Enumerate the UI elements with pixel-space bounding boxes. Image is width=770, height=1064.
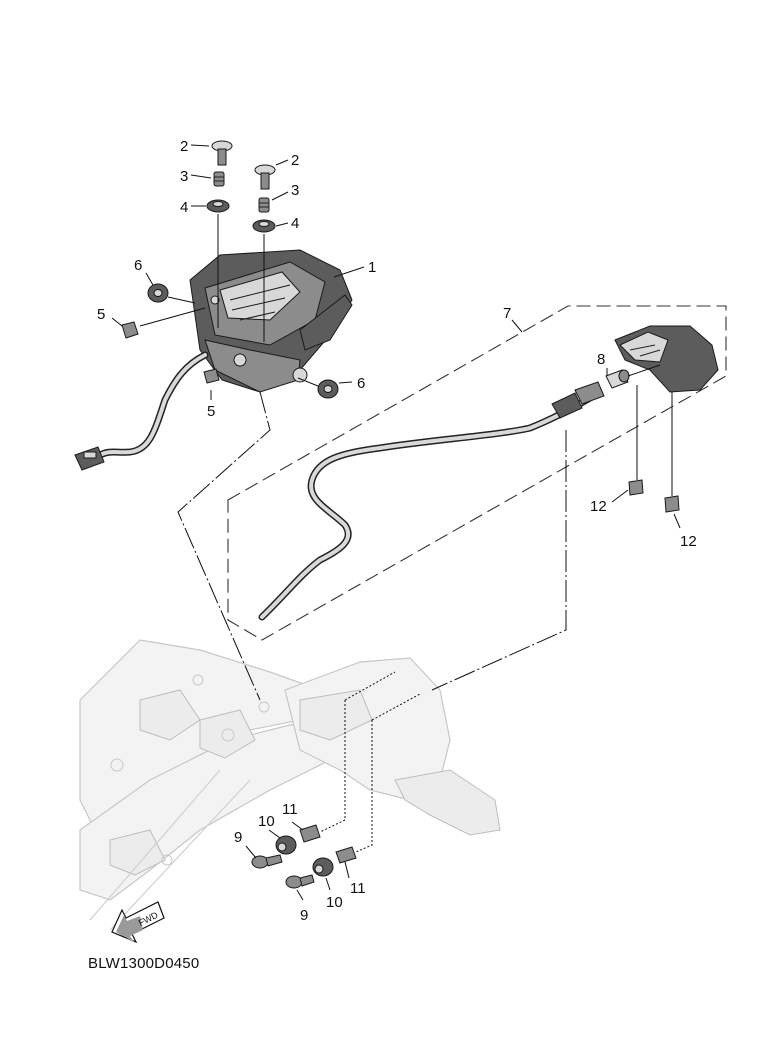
callout-7: 7 xyxy=(503,305,511,322)
callout-9-right: 9 xyxy=(300,907,308,924)
callout-10-left: 10 xyxy=(258,813,275,830)
drawing-code: BLW1300D0450 xyxy=(88,955,200,972)
collar-right xyxy=(258,197,270,213)
callout-2-right: 2 xyxy=(291,152,299,169)
nut-5-right xyxy=(203,368,220,384)
collar-left xyxy=(213,171,225,187)
license-light-harness xyxy=(258,381,605,621)
bolt-9-right xyxy=(285,874,315,889)
callout-9-left: 9 xyxy=(234,829,242,846)
callout-6-right: 6 xyxy=(357,375,365,392)
callout-leaders xyxy=(111,144,681,901)
grommet-left xyxy=(206,199,230,213)
fwd-arrow: FWD xyxy=(111,901,165,944)
callout-2-left: 2 xyxy=(180,138,188,155)
callout-11-right: 11 xyxy=(350,880,366,897)
nut-5-left xyxy=(121,321,139,339)
tail-light-unit xyxy=(189,249,353,393)
callout-6-left: 6 xyxy=(134,257,142,274)
callout-3-right: 3 xyxy=(291,182,299,199)
frame-drawing xyxy=(79,639,501,931)
grommet-6-left xyxy=(147,283,169,303)
callout-10-right: 10 xyxy=(326,894,343,911)
bolt-9-left xyxy=(251,854,283,869)
callout-5-right: 5 xyxy=(207,403,215,420)
collar-11-right xyxy=(335,846,357,864)
callout-12-left: 12 xyxy=(590,498,607,515)
callout-4-left: 4 xyxy=(180,199,188,216)
damper-10-right xyxy=(312,857,334,877)
license-light-cover xyxy=(614,325,719,393)
tail-light-harness xyxy=(74,351,209,471)
grommet-6-right xyxy=(317,379,339,399)
callout-11-left: 11 xyxy=(282,801,298,818)
bulb-8 xyxy=(605,369,630,389)
collar-11-left xyxy=(299,824,321,843)
callout-5-left: 5 xyxy=(97,306,105,323)
screw-right xyxy=(254,164,276,190)
clip-12-right xyxy=(664,495,680,513)
callout-4-right: 4 xyxy=(291,215,299,232)
grommet-right xyxy=(252,219,276,233)
callout-12-right: 12 xyxy=(680,533,697,550)
damper-10-left xyxy=(275,835,297,855)
callout-3-left: 3 xyxy=(180,168,188,185)
screw-left xyxy=(211,140,233,166)
clip-12-left xyxy=(628,479,644,496)
wire-harness-group-outline xyxy=(227,305,727,641)
callout-8: 8 xyxy=(597,351,605,368)
callout-1: 1 xyxy=(368,259,376,276)
